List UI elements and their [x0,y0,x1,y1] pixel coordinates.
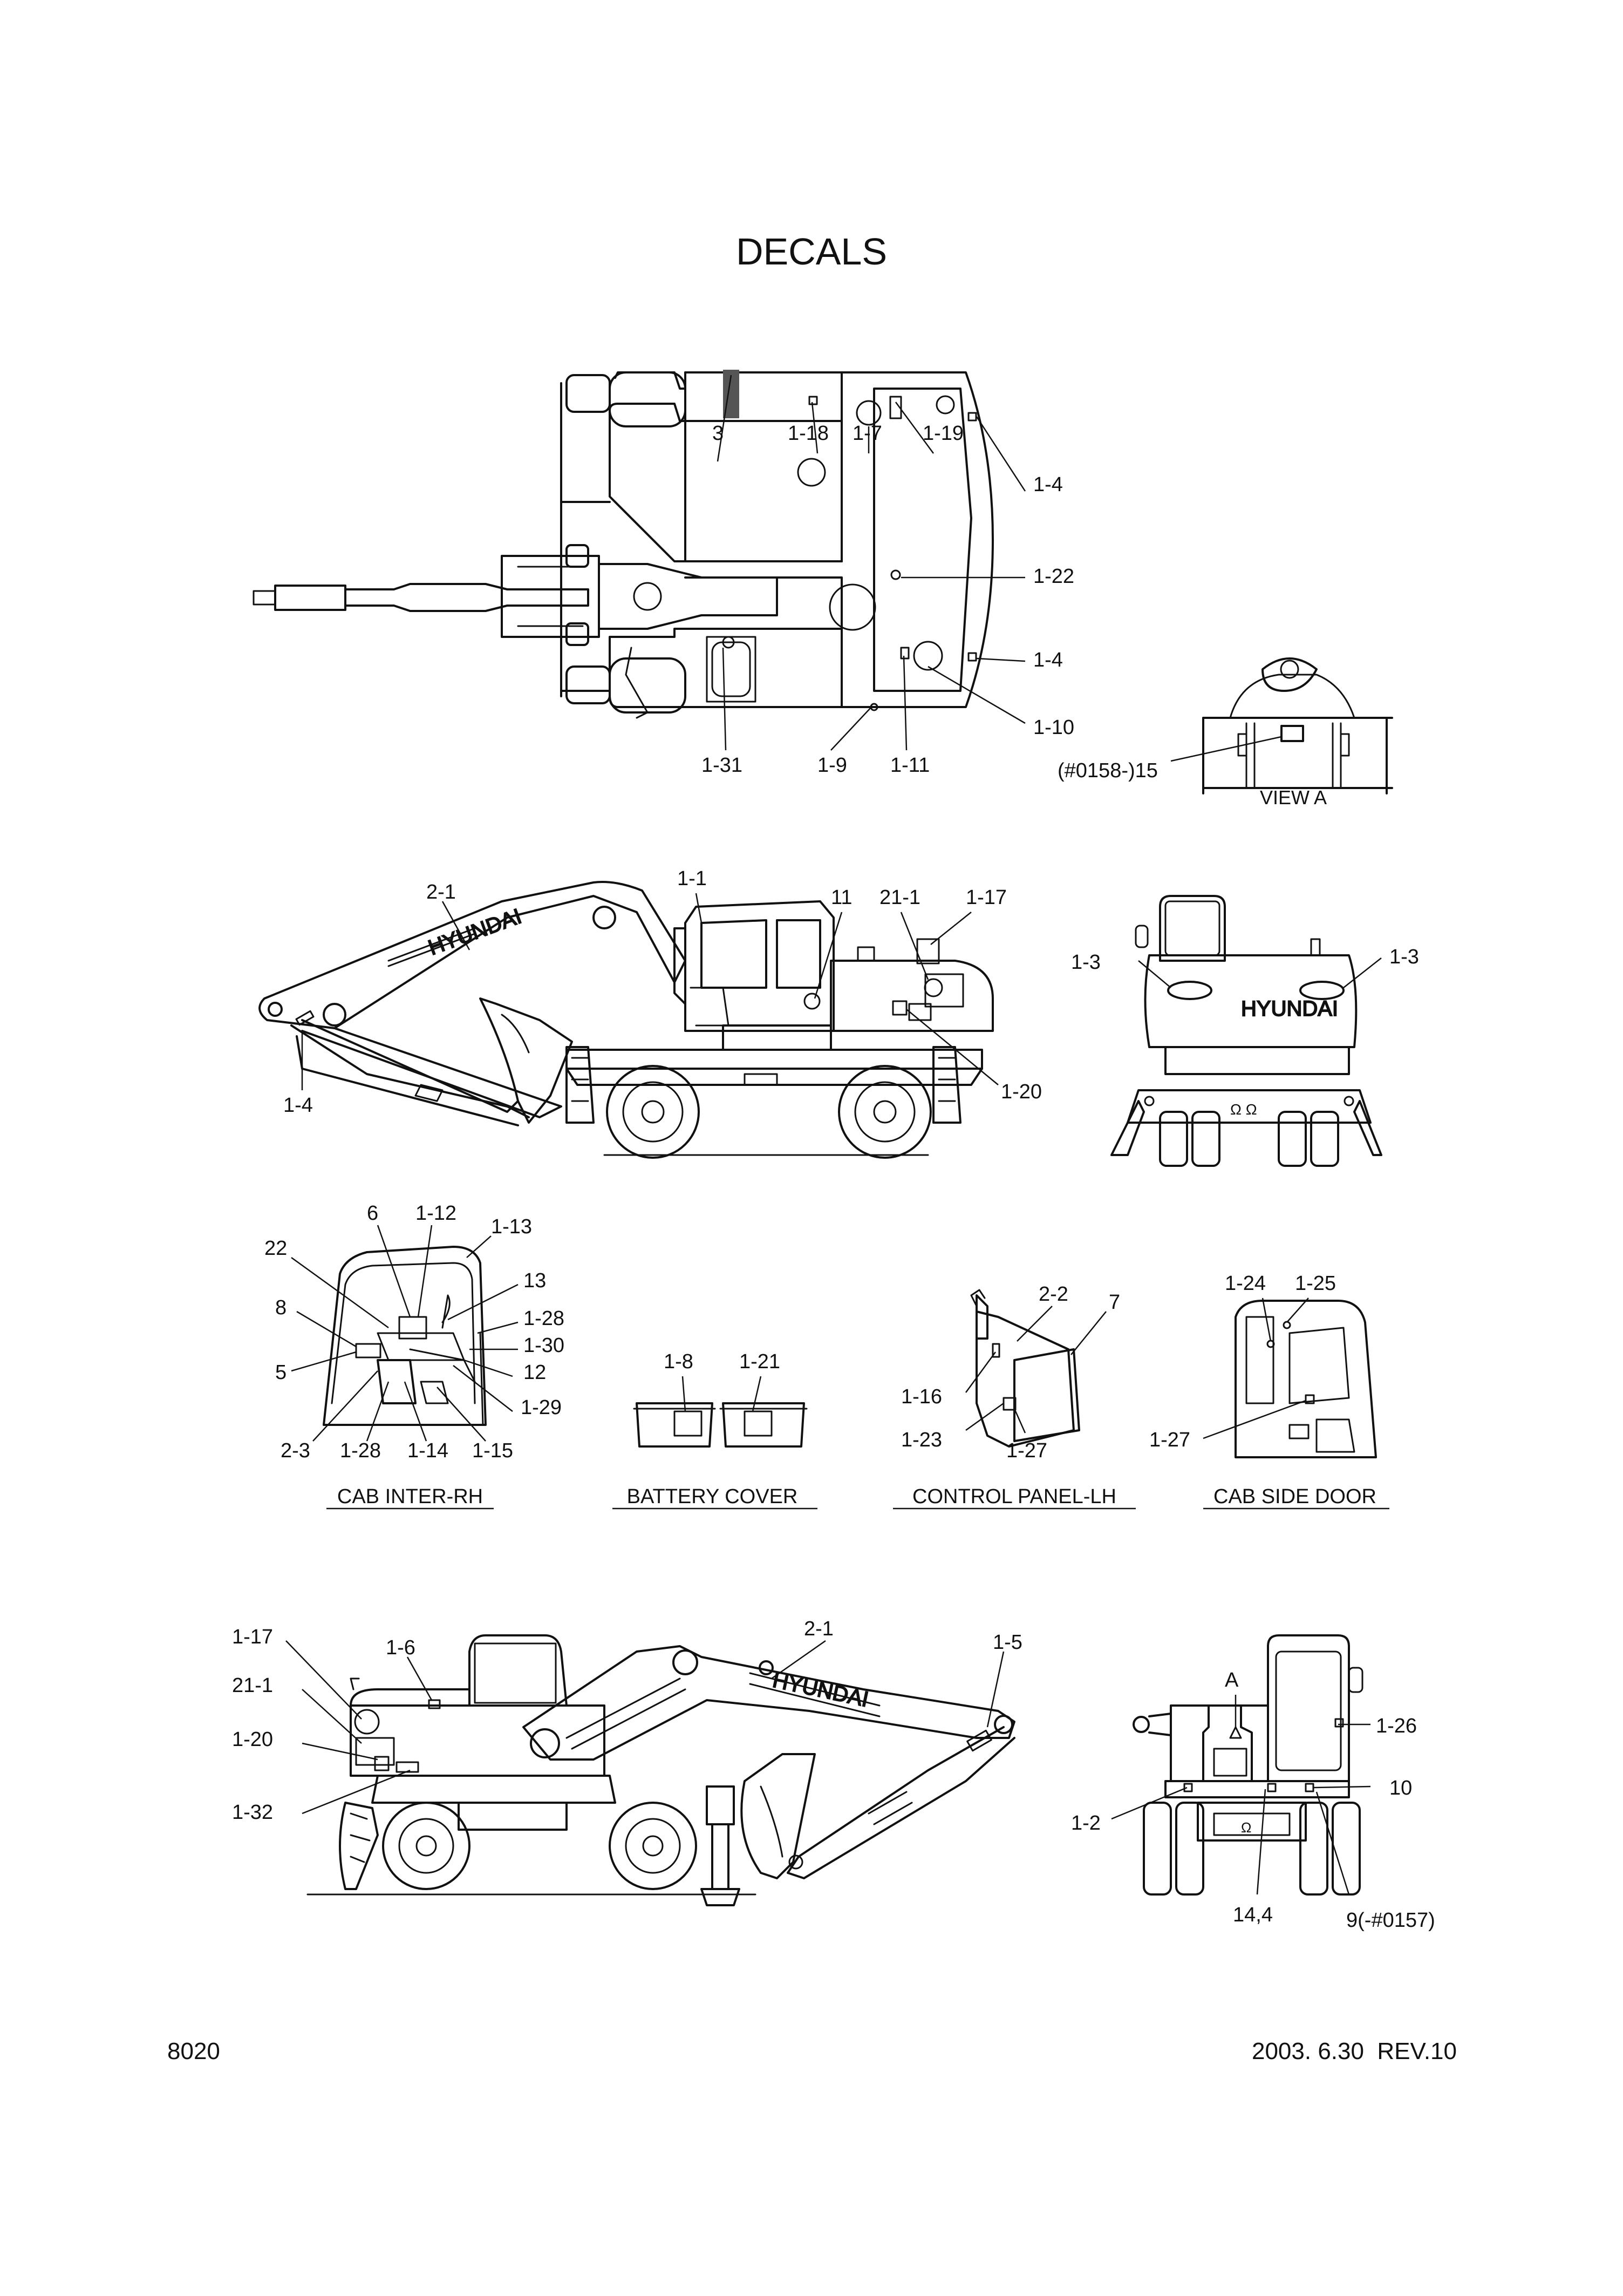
svg-text:1-17: 1-17 [232,1626,273,1648]
svg-text:13: 13 [523,1269,546,1292]
svg-text:2-1: 2-1 [426,881,456,904]
svg-text:1-16: 1-16 [901,1385,942,1408]
svg-text:1-23: 1-23 [901,1429,942,1451]
svg-text:1-3: 1-3 [1389,946,1419,968]
svg-text:1-28: 1-28 [523,1307,564,1330]
svg-text:1-28: 1-28 [340,1439,381,1462]
svg-text:Ω: Ω [1241,1819,1251,1836]
svg-text:1-20: 1-20 [232,1728,273,1751]
svg-text:2-2: 2-2 [1039,1283,1068,1306]
svg-text:A: A [1225,1669,1239,1692]
rear-view: HYUNDAI Ω Ω [1110,895,1382,1167]
front-view-callouts: A 1-26 10 1-2 14,4 9(-#0157) [1071,1669,1435,1932]
svg-text:1-8: 1-8 [664,1350,693,1373]
svg-text:1-30: 1-30 [523,1334,564,1357]
label-cab-inter-rh: CAB INTER-RH [337,1485,483,1508]
boom-brand-left: HYUNDAI [770,1668,870,1711]
svg-text:1-29: 1-29 [521,1396,562,1419]
svg-text:5: 5 [275,1361,287,1384]
svg-text:1-4: 1-4 [283,1094,313,1117]
revision-date: 2003. 6.30 REV.10 [1252,2038,1457,2064]
svg-text:1-1: 1-1 [677,867,707,890]
battery-cover-callouts: 1-8 1-21 [664,1350,780,1373]
page-title: DECALS [736,230,887,273]
svg-text:8: 8 [275,1296,287,1319]
svg-text:1-19: 1-19 [923,422,964,445]
top-view [253,370,1026,751]
svg-text:1-27: 1-27 [1149,1429,1190,1451]
svg-text:1-22: 1-22 [1033,565,1074,588]
svg-text:9(-#0157): 9(-#0157) [1346,1909,1435,1932]
svg-text:1-12: 1-12 [415,1202,456,1225]
svg-text:1-10: 1-10 [1033,716,1074,739]
page-code: 8020 [167,2038,220,2064]
top-view-callouts: 3 1-18 1-7 1-19 1-4 1-22 1-4 1-10 1-31 1… [701,422,1158,782]
svg-text:22: 22 [264,1237,287,1260]
view-a-detail: VIEW A [1170,657,1393,809]
svg-text:7: 7 [1109,1291,1120,1314]
svg-text:1-14: 1-14 [407,1439,448,1462]
svg-text:1-2: 1-2 [1071,1812,1101,1835]
label-cab-side-door: CAB SIDE DOOR [1213,1485,1376,1508]
left-side-callouts: 1-17 1-6 2-1 1-5 21-1 1-20 1-32 [232,1618,1022,1824]
cab-interior-callouts: 6 1-12 1-13 22 13 8 1-28 1-30 5 12 1-29 … [264,1202,564,1462]
svg-text:21-1: 21-1 [232,1674,273,1697]
right-side-view: HYUNDAI [258,881,999,1159]
svg-text:2-1: 2-1 [804,1618,834,1640]
svg-text:Ω Ω: Ω Ω [1230,1101,1257,1118]
svg-text:2-3: 2-3 [281,1439,310,1462]
cab-interior-view [291,1225,519,1442]
svg-text:1-17: 1-17 [966,886,1007,909]
svg-text:12: 12 [523,1361,546,1384]
rear-brand: HYUNDAI [1241,997,1338,1021]
svg-text:1-31: 1-31 [701,754,742,777]
svg-text:10: 10 [1389,1777,1412,1799]
front-view: Ω [1111,1634,1371,1896]
control-panel-view [965,1289,1107,1448]
svg-text:1-25: 1-25 [1295,1272,1336,1295]
svg-text:1-6: 1-6 [386,1636,415,1659]
svg-text:3: 3 [712,422,724,445]
left-side-view: HYUNDAI [285,1634,1015,1906]
svg-text:1-4: 1-4 [1033,649,1063,671]
svg-text:1-11: 1-11 [890,754,930,777]
view-a-label: VIEW A [1260,786,1327,809]
svg-text:1-24: 1-24 [1225,1272,1266,1295]
svg-text:1-4: 1-4 [1033,473,1063,496]
svg-text:1-26: 1-26 [1376,1715,1417,1737]
label-control-panel-lh: CONTROL PANEL-LH [912,1485,1116,1508]
svg-text:11: 11 [831,886,852,909]
label-battery-cover: BATTERY COVER [627,1485,798,1508]
svg-text:1-3: 1-3 [1071,951,1101,974]
cab-door-view [1203,1298,1377,1458]
svg-text:6: 6 [367,1202,378,1225]
svg-text:1-9: 1-9 [817,754,847,777]
svg-text:14,4: 14,4 [1233,1904,1273,1926]
svg-text:1-15: 1-15 [472,1439,513,1462]
right-side-callouts: 2-1 1-1 11 21-1 1-17 1-20 1-4 [283,867,1042,1117]
rear-view-callouts: 1-3 1-3 [1071,946,1419,974]
cab-door-callouts: 1-24 1-25 1-27 [1149,1272,1336,1451]
svg-text:1-13: 1-13 [491,1215,532,1238]
svg-text:1-5: 1-5 [993,1631,1022,1654]
control-panel-callouts: 2-2 7 1-16 1-23 1-27 [901,1283,1120,1462]
battery-cover-view [633,1376,808,1448]
svg-text:1-21: 1-21 [739,1350,780,1373]
svg-text:1-7: 1-7 [853,422,882,445]
svg-text:(#0158-)15: (#0158-)15 [1058,759,1158,782]
svg-text:1-32: 1-32 [232,1801,273,1824]
svg-text:1-18: 1-18 [788,422,829,445]
svg-text:1-27: 1-27 [1006,1439,1047,1462]
section-labels: CAB INTER-RH BATTERY COVER CONTROL PANEL… [326,1485,1389,1510]
svg-text:21-1: 21-1 [879,886,920,909]
svg-text:1-20: 1-20 [1001,1081,1042,1103]
